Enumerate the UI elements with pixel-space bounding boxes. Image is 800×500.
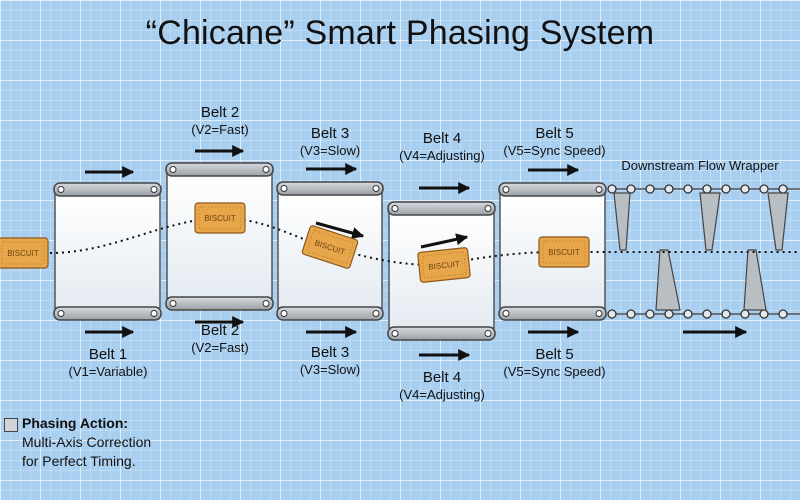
belt-1-speed: (V1=Variable) xyxy=(68,364,148,379)
belt-2-speed-bottom: (V2=Fast) xyxy=(191,340,249,355)
legend-line-1: Multi-Axis Correction xyxy=(22,433,152,450)
diagram-title: “Chicane” Smart Phasing System xyxy=(145,14,655,52)
chain-link xyxy=(778,309,788,319)
biscuit-belt-2: BISCUIT xyxy=(194,202,246,234)
flow-wrapper-chain xyxy=(607,184,800,319)
belt-4-name-bottom: Belt 4 xyxy=(422,369,462,386)
chain-link xyxy=(645,184,655,194)
biscuit-belt-3: BISCUIT xyxy=(301,225,359,269)
belt-5-name-bottom: Belt 5 xyxy=(535,346,574,363)
belt-2-top-label: Belt 2 (V2=Fast) xyxy=(160,104,280,138)
legend-line-2: for Perfect Timing. xyxy=(22,452,136,469)
belt-5-name: Belt 5 xyxy=(535,125,574,142)
belt-3-conveyor xyxy=(276,181,384,321)
svg-text:BISCUIT: BISCUIT xyxy=(7,249,39,258)
belt-4-speed-bottom: (V4=Adjusting) xyxy=(399,387,485,402)
chain-link xyxy=(607,184,617,194)
chain-link xyxy=(683,184,693,194)
chain-link xyxy=(664,184,674,194)
chain-link xyxy=(645,309,655,319)
belt-3-name-bottom: Belt 3 xyxy=(310,344,350,361)
chain-link xyxy=(626,184,636,194)
belt-3-speed: (V3=Slow) xyxy=(299,143,361,158)
belt-3-top-label: Belt 3 (V3=Slow) xyxy=(270,125,390,159)
chain-link xyxy=(683,309,693,319)
belt-4-top-label: Belt 4 (V4=Adjusting) xyxy=(382,130,502,164)
chain-link xyxy=(664,309,674,319)
chain-link xyxy=(740,309,750,319)
belt-2-speed: (V2=Fast) xyxy=(191,122,249,137)
legend: Phasing Action: Multi-Axis Correction fo… xyxy=(4,414,152,471)
belt-4-bottom-label: Belt 4 (V4=Adjusting) xyxy=(382,369,502,403)
biscuit-infeed: BISCUIT xyxy=(0,237,49,269)
belt-5-speed: (V5=Sync Speed) xyxy=(503,143,606,158)
belt-2-conveyor xyxy=(165,162,274,311)
legend-heading: Phasing Action: xyxy=(22,415,129,431)
chain-link xyxy=(607,309,617,319)
chain-link xyxy=(721,309,731,319)
chain-link xyxy=(740,184,750,194)
belt-2-bottom-label: Belt 2 (V2=Fast) xyxy=(160,322,280,356)
downstream-wrapper-label: Downstream Flow Wrapper xyxy=(621,158,779,173)
chain-link xyxy=(626,309,636,319)
svg-text:BISCUIT: BISCUIT xyxy=(204,214,236,223)
chain-link xyxy=(702,184,712,194)
belt-4-speed: (V4=Adjusting) xyxy=(399,148,485,163)
belt-2-name-bottom: Belt 2 xyxy=(200,322,240,339)
biscuit-belt-4: BISCUIT xyxy=(417,247,471,283)
svg-text:BISCUIT: BISCUIT xyxy=(548,248,580,257)
belt-4-name: Belt 4 xyxy=(422,130,462,147)
belt-5-top-label: Belt 5 (V5=Sync Speed) xyxy=(492,125,617,159)
chain-link xyxy=(778,184,788,194)
belt-1-bottom-label: Belt 1 (V1=Variable) xyxy=(48,346,168,380)
belt-3-speed-bottom: (V3=Slow) xyxy=(299,362,361,377)
belt-4-tilt-arrow xyxy=(420,233,469,249)
belt-1-name: Belt 1 xyxy=(88,346,128,363)
belt-3-name: Belt 3 xyxy=(310,125,350,142)
belt-1-conveyor xyxy=(53,182,162,321)
chain-link xyxy=(759,309,769,319)
chain-link xyxy=(702,309,712,319)
belt-2-name: Belt 2 xyxy=(200,104,240,121)
belt-5-speed-bottom: (V5=Sync Speed) xyxy=(503,364,606,379)
biscuit-belt-5: BISCUIT xyxy=(538,236,590,268)
chain-link xyxy=(721,184,731,194)
belt-5-bottom-label: Belt 5 (V5=Sync Speed) xyxy=(492,346,617,380)
belt-3-bottom-label: Belt 3 (V3=Slow) xyxy=(270,344,390,378)
belt-3-tilt-arrow xyxy=(315,221,365,239)
chain-link xyxy=(759,184,769,194)
svg-text:BISCUIT: BISCUIT xyxy=(428,259,460,271)
legend-swatch xyxy=(4,418,18,432)
